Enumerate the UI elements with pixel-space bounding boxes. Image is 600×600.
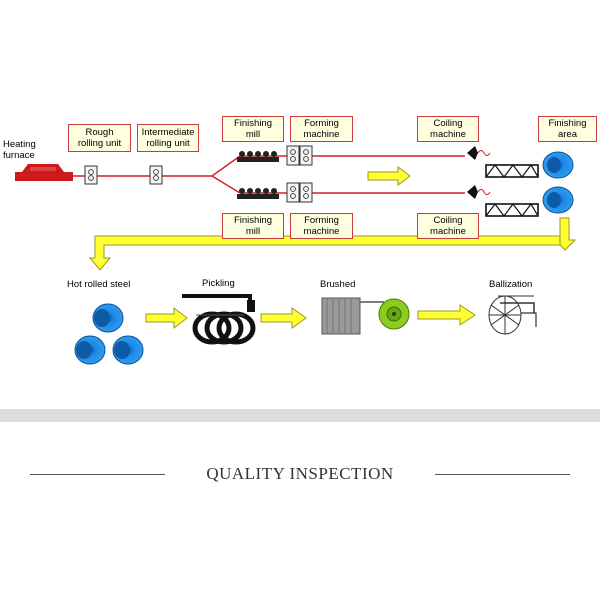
coiling-machine-top-label: Coiling machine	[417, 116, 479, 142]
intermediate-rolling-label-line1: Intermediate	[141, 127, 195, 138]
rough-rolling-label-line2: rolling unit	[77, 138, 122, 149]
finishing-mill-bottom-label-line2: mill	[245, 226, 261, 237]
section-title: QUALITY INSPECTION	[206, 464, 394, 483]
heating-furnace-label-line1: Heating	[3, 139, 36, 150]
ballization-label: Ballization	[489, 279, 533, 290]
flow-arrow-right	[367, 166, 411, 186]
finishing-mill-bottom-graphic	[237, 188, 279, 199]
coiling-machine-bottom-graphic	[467, 185, 539, 217]
finishing-area-label-line1: Finishing	[548, 118, 587, 129]
forming-machine-top-label: Forming machine	[290, 116, 353, 142]
finishing-mill-top-label: Finishing mill	[222, 116, 284, 142]
hot-rolled-steel-label: Hot rolled steel	[67, 279, 131, 290]
intermediate-rolling-stand	[149, 165, 163, 185]
forming-machine-bottom-label: Forming machine	[290, 213, 353, 239]
flow-arrow-to-ballization	[417, 304, 476, 326]
rough-rolling-stand	[84, 165, 98, 185]
hot-rolled-steel-coils	[74, 303, 144, 365]
forming-machine-bottom-label-line1: Forming	[304, 215, 339, 226]
intermediate-rolling-label-line2: rolling unit	[146, 138, 190, 149]
finishing-mill-bottom-label-line1: Finishing	[233, 215, 273, 226]
forming-machine-top-graphic	[286, 145, 313, 166]
flow-arrow-to-pickling	[145, 306, 188, 330]
forming-machine-bottom-graphic	[286, 182, 313, 203]
finishing-mill-bottom-label: Finishing mill	[222, 213, 284, 239]
coiling-machine-top-label-line2: machine	[430, 129, 466, 140]
forming-machine-bottom-label-line2: machine	[303, 226, 340, 237]
heating-furnace-graphic	[15, 164, 73, 181]
section-divider-band	[0, 409, 600, 422]
forming-machine-top-label-line2: machine	[303, 129, 340, 140]
brushed-label: Brushed	[320, 279, 356, 290]
finishing-area-label-line2: area	[557, 129, 577, 140]
pickling-graphic	[182, 294, 256, 345]
coiling-machine-bottom-label: Coiling machine	[417, 213, 479, 239]
finishing-mill-top-label-line2: mill	[245, 129, 261, 140]
ballization-graphic	[488, 295, 537, 335]
heating-furnace-label-line2: furnace	[3, 150, 35, 161]
return-flow-arrow	[88, 217, 577, 271]
heating-furnace-label: Heating furnace	[3, 139, 36, 161]
rod-line	[15, 155, 465, 194]
finishing-area-coils	[542, 151, 574, 214]
coiling-machine-top-label-line1: Coiling	[433, 118, 463, 129]
coiling-machine-bottom-label-line1: Coiling	[433, 215, 463, 226]
intermediate-rolling-label: Intermediate rolling unit	[137, 124, 199, 152]
rough-rolling-label-line1: Rough	[85, 127, 114, 138]
finishing-mill-top-label-line1: Finishing	[233, 118, 273, 129]
forming-machine-top-label-line1: Forming	[304, 118, 339, 129]
brushed-graphic	[321, 297, 410, 335]
finishing-area-label: Finishing area	[538, 116, 597, 142]
coiling-machine-top-graphic	[467, 146, 539, 178]
title-rule-right	[435, 474, 570, 475]
coiling-machine-bottom-label-line2: machine	[430, 226, 466, 237]
pickling-label: Pickling	[202, 278, 235, 289]
title-rule-left	[30, 474, 165, 475]
rough-rolling-label: Rough rolling unit	[68, 124, 131, 152]
finishing-mill-top-graphic	[237, 151, 279, 162]
flow-arrow-to-brushed	[260, 307, 307, 329]
